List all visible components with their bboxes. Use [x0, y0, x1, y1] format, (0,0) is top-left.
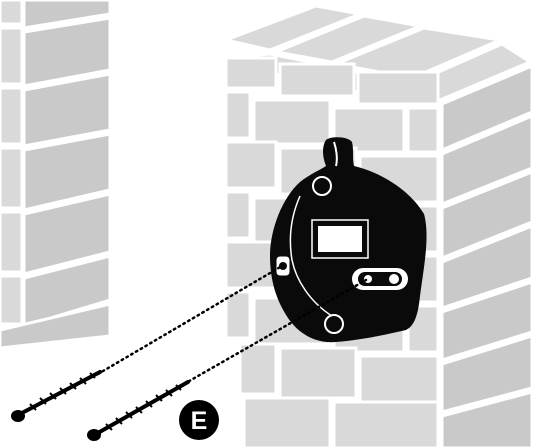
screw-upper [11, 370, 102, 422]
left-brick-pillar [0, 0, 112, 350]
bracket-slot-screw [362, 273, 374, 285]
screw-lower [87, 380, 190, 441]
right-brick-pillar [220, 4, 534, 448]
step-badge: E [179, 400, 219, 440]
bracket-inner-outline [289, 195, 333, 317]
left-pillar-front-face [0, 0, 112, 350]
step-label: E [191, 407, 208, 435]
bracket-left-screw-head [279, 262, 287, 270]
guide-line-lower [182, 278, 368, 386]
screw-upper-head [11, 410, 25, 422]
screw-lower-head [87, 429, 101, 441]
wall-bracket [270, 137, 427, 343]
bracket-boss [312, 176, 332, 196]
bracket-window [318, 226, 362, 252]
bracket-window-frame [311, 219, 369, 259]
alignment-guides [96, 264, 368, 386]
bracket-lower-boss [324, 314, 344, 334]
left-pillar-side-face [0, 0, 24, 326]
bracket-slot-end [389, 274, 399, 284]
guide-line-upper [96, 264, 284, 376]
step-badge-circle [179, 400, 219, 440]
bracket-top-slot [333, 141, 338, 167]
right-pillar-side-face [440, 63, 534, 448]
